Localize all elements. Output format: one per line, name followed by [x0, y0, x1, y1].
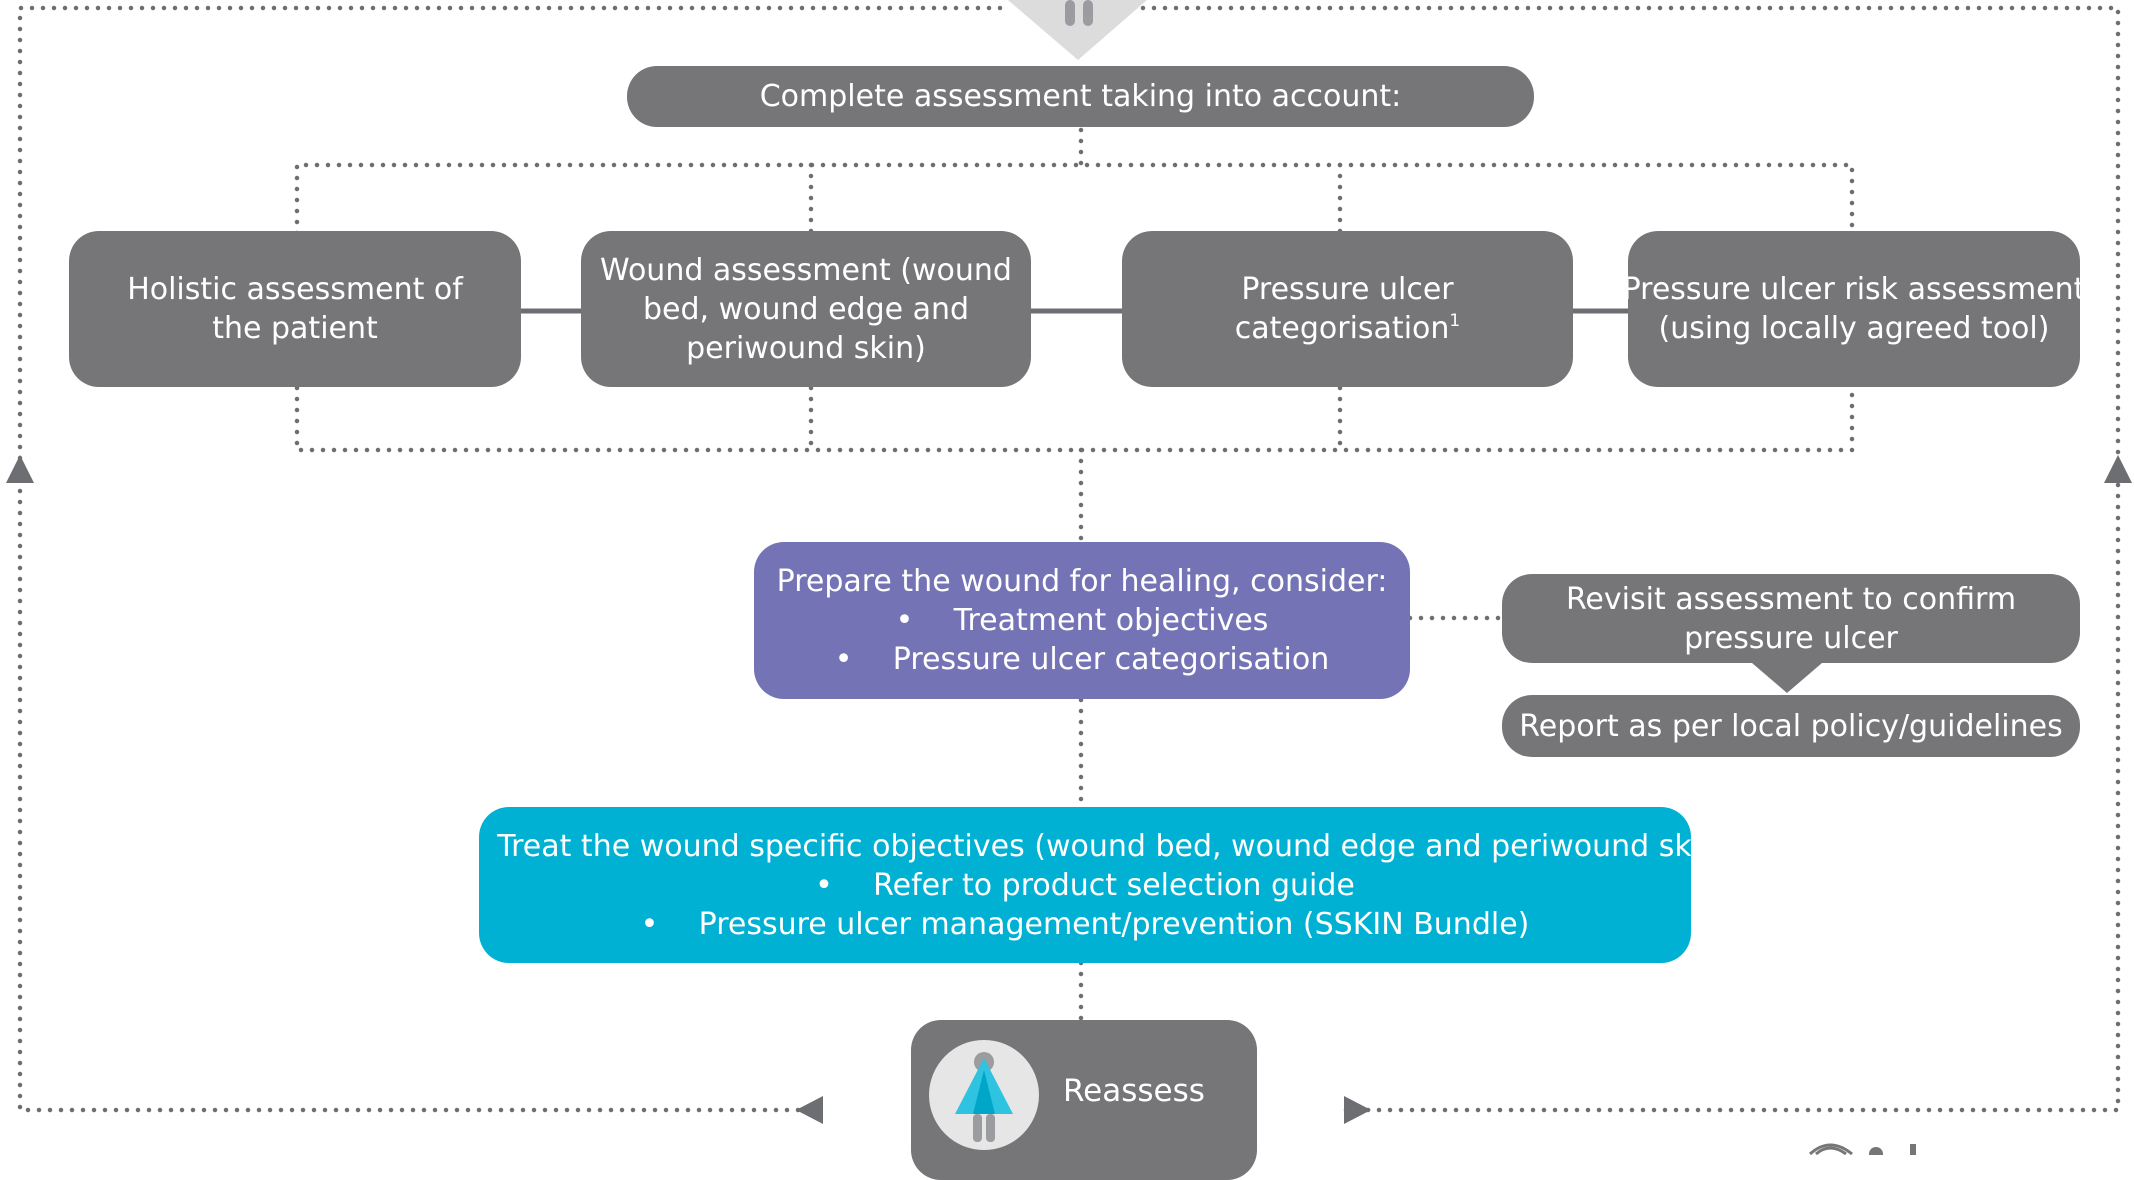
treat-bullet-3-text: Pressure ulcer management/prevention (SS… — [698, 906, 1530, 942]
bullet-icon: • — [815, 867, 833, 903]
revisit-line-1: Revisit assessment to confirm — [1565, 581, 2017, 617]
lower-bracket — [294, 385, 1855, 453]
arrow-head-icon — [1344, 1096, 1371, 1124]
prepare-wound-box: Prepare the wound for healing, consider:… — [754, 542, 1410, 699]
reassess-box: Reassess — [911, 1020, 1257, 1180]
upper-bracket — [294, 162, 1855, 236]
footnote-marker: 1 — [1449, 311, 1461, 331]
prepare-bullet-1-text: Treatment objectives — [953, 603, 1269, 638]
arrow-head-icon — [796, 1096, 823, 1124]
holistic-line-1: Holistic assessment of — [127, 272, 463, 307]
categorisation-line-1: Pressure ulcer — [1241, 272, 1454, 307]
bullet-icon: • — [834, 642, 853, 677]
reassess-label: Reassess — [1063, 1073, 1205, 1109]
wound-line-1: Wound assessment (wound — [600, 252, 1012, 288]
treat-wound-box: •Treat the wound specific objectives (wo… — [439, 807, 1731, 963]
revisit-line-2: pressure ulcer — [1684, 620, 1898, 656]
top-assessment-text: Complete assessment taking into account: — [759, 79, 1402, 114]
pressure-ulcer-categorisation-box: Pressure ulcer categorisation1 — [1122, 231, 1573, 387]
treat-bullet-1: • Treat the wound specific objectives (wo… — [439, 827, 1731, 866]
wound-assessment-box: Wound assessment (wound bed, wound edge … — [581, 231, 1031, 387]
top-chevron-icon — [1008, 0, 1147, 60]
treat-bullet-2-text: Refer to product selection guide — [873, 867, 1355, 903]
treat-bullet-1-text: Treat the wound specific objectives (wou… — [497, 828, 1731, 864]
logo-mark — [1808, 1143, 1916, 1155]
report-text: Report as per local policy/guidelines — [1519, 708, 2063, 744]
top-assessment-box: Complete assessment taking into account: — [627, 66, 1534, 127]
outer-loop-right — [1140, 5, 2121, 1113]
prepare-bullet-2-text: Pressure ulcer categorisation — [892, 642, 1330, 677]
report-box: Report as per local policy/guidelines — [1502, 695, 2080, 757]
bullet-icon: • — [895, 603, 914, 638]
risk-line-1: Pressure ulcer risk assessment — [1622, 272, 2086, 307]
revisit-assessment-box: Revisit assessment to confirm pressure u… — [1502, 574, 2080, 663]
holistic-line-2: the patient — [212, 311, 378, 346]
wound-line-2: bed, wound edge and — [642, 291, 970, 327]
person-icon — [929, 1040, 1039, 1150]
bullet-icon: • — [640, 906, 659, 942]
categorisation-line-2-text: categorisation — [1234, 311, 1450, 346]
holistic-assessment-box: Holistic assessment of the patient — [69, 231, 521, 387]
arrow-head-icon — [6, 455, 34, 483]
connector-lines — [6, 0, 2132, 1124]
risk-assessment-box: Pressure ulcer risk assessment (using lo… — [1623, 231, 2085, 387]
arrow-head-icon — [2104, 455, 2132, 483]
prepare-heading: Prepare the wound for healing, consider: — [776, 564, 1388, 599]
risk-line-2: (using locally agreed tool) — [1658, 311, 2050, 346]
categorisation-line-2: categorisation1 — [1235, 309, 1460, 348]
outer-loop-left — [17, 5, 1003, 1113]
treat-bullet-3: • Pressure ulcer management/prevention (S… — [641, 905, 1530, 944]
treat-bullet-2: • Refer to product selection guide — [815, 866, 1355, 905]
revisit-to-report-chevron — [1752, 663, 1822, 693]
prepare-bullet-1: • Treatment objectives — [896, 601, 1269, 640]
bullet-icon: • — [439, 828, 457, 864]
wound-line-3: periwound skin) — [686, 330, 926, 366]
prepare-bullet-2: • Pressure ulcer categorisation — [835, 640, 1329, 679]
